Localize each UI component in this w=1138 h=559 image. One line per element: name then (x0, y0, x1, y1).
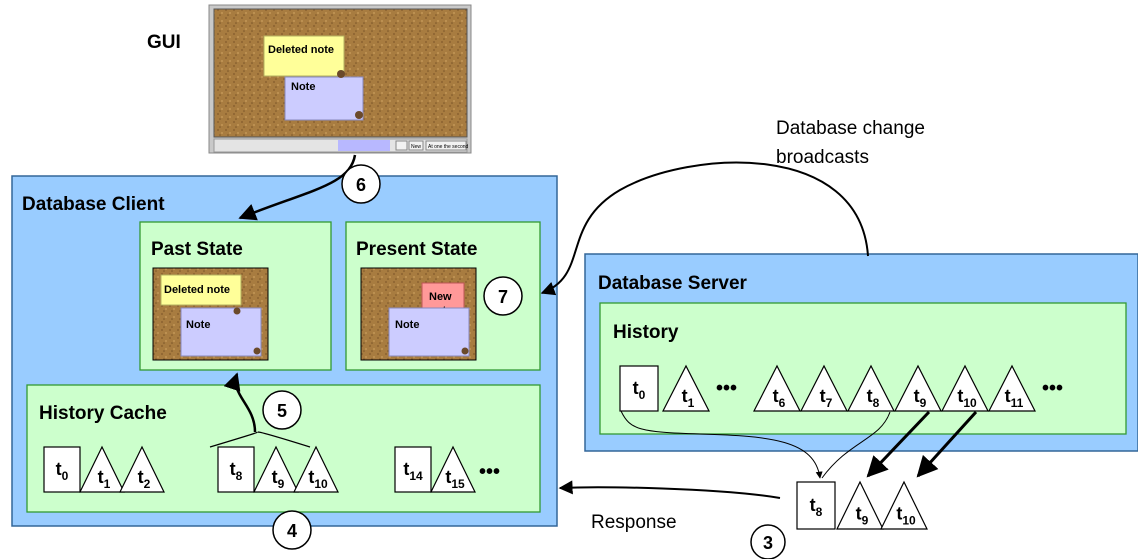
avatar-icon (233, 307, 241, 315)
step-7: 7 (483, 276, 523, 316)
response-items: t8 t9 t10 (796, 480, 928, 530)
snapshot-square (43, 446, 81, 493)
present-note-text: Note (395, 319, 419, 331)
snapshot-square (394, 446, 432, 493)
time-label: t8 (810, 495, 823, 519)
past-deleted-note-text: Deleted note (164, 284, 230, 296)
time-label: t8 (867, 386, 880, 410)
broadcast-arrow (540, 161, 869, 296)
delta-triangle (894, 364, 942, 412)
present-new-note-line1: New (429, 291, 452, 303)
delta-triangle (836, 480, 884, 530)
delta-triangle (753, 364, 801, 412)
svg-text:4: 4 (287, 521, 297, 541)
t10-arrow (916, 410, 978, 478)
past-state-title: Past State (151, 239, 243, 260)
server-history-title: History (613, 322, 679, 343)
snapshot-square (217, 446, 255, 493)
gui-deleted-note-text: Deleted note (268, 44, 334, 56)
gui-note (284, 76, 364, 121)
gui-window: Deleted note Note New At one the second (208, 4, 472, 154)
gui-new-button-label: New (411, 144, 421, 150)
gui-other-button[interactable] (425, 140, 467, 151)
delta-triangle (880, 480, 928, 530)
svg-text:3: 3 (763, 533, 773, 553)
svg-text:7: 7 (498, 287, 508, 307)
delta-triangle (847, 364, 895, 412)
cache-group-brace (209, 431, 311, 448)
delta-triangle (800, 364, 848, 412)
database-client-title: Database Client (22, 194, 165, 215)
history-cache-title: History Cache (39, 403, 167, 424)
delta-triangle (430, 445, 476, 493)
time-label: t6 (773, 386, 786, 410)
time-label: t10 (957, 386, 977, 410)
time-label: t9 (272, 467, 285, 491)
past-note-text: Note (186, 319, 210, 331)
gui-nav-button[interactable] (395, 140, 408, 151)
time-label: t7 (820, 386, 833, 410)
response-arrow (558, 480, 781, 499)
history-t8-to-response-line (821, 411, 891, 479)
delta-triangle (941, 364, 989, 412)
snapshot-square (619, 365, 659, 412)
history-cache-items: t0 t1 t2 t8 t9 t10 t14 t15 ••• (43, 445, 500, 493)
history-to-response-line (620, 410, 823, 479)
time-label: t8 (230, 459, 243, 483)
delta-triangle (79, 445, 125, 493)
time-label: t14 (403, 459, 423, 483)
gui-label: GUI (147, 32, 181, 53)
delta-triangle (662, 364, 710, 412)
server-history-items: t0 t1 ••• t6 t7 t8 t9 t10 t11 ••• (619, 364, 1063, 412)
gui-note-text: Note (291, 81, 315, 93)
avatar-icon (461, 347, 469, 355)
gui-new-button[interactable] (408, 140, 424, 151)
time-label: t0 (633, 378, 646, 402)
snapshot-square (796, 481, 836, 530)
time-label: t2 (138, 467, 151, 491)
response-label: Response (591, 512, 677, 533)
time-label: t15 (445, 467, 465, 491)
svg-text:6: 6 (356, 175, 366, 195)
step-6: 6 (341, 164, 381, 204)
delta-triangle (253, 445, 299, 493)
time-label: t1 (682, 386, 695, 410)
avatar-icon (355, 111, 363, 119)
time-label: t10 (896, 504, 916, 528)
database-server-title: Database Server (598, 273, 748, 294)
t9-arrow (866, 410, 931, 478)
step-4: 4 (272, 510, 312, 550)
time-label: t9 (856, 504, 869, 528)
gui-deleted-note (263, 35, 345, 77)
time-label: t10 (308, 467, 328, 491)
cache-to-past-arrow (223, 372, 257, 433)
server-history-panel (599, 302, 1127, 435)
time-label: t1 (98, 467, 111, 491)
broadcast-label-line2: broadcasts (776, 147, 869, 168)
gui-other-button-label: At one the second (428, 144, 469, 150)
present-state-title: Present State (356, 239, 477, 260)
gui-timeline-slider[interactable] (338, 140, 390, 151)
ellipsis: ••• (1042, 378, 1063, 400)
avatar-icon (337, 70, 345, 78)
delta-triangle (988, 364, 1036, 412)
step-3: 3 (750, 524, 786, 559)
ellipsis: ••• (479, 461, 500, 483)
delta-triangle (293, 445, 339, 493)
broadcast-label-line1: Database change (776, 118, 925, 139)
time-label: t9 (914, 386, 927, 410)
avatar-icon (253, 347, 261, 355)
time-label: t0 (56, 459, 69, 483)
svg-text:5: 5 (277, 401, 287, 421)
step-5: 5 (262, 390, 302, 430)
gui-to-past-arrow (238, 154, 357, 221)
delta-triangle (119, 445, 165, 493)
ellipsis: ••• (716, 378, 737, 400)
time-label: t11 (1005, 386, 1024, 410)
